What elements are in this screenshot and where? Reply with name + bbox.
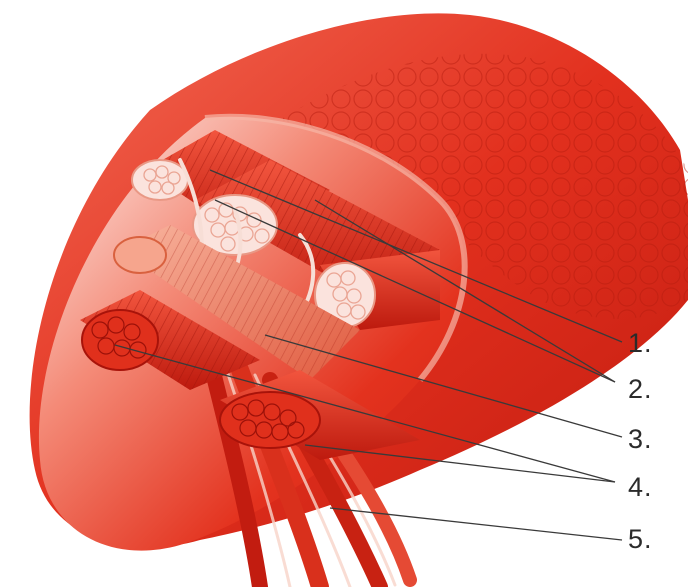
label-3: 3. [628, 424, 653, 455]
label-4: 4. [628, 472, 653, 503]
label-1: 1. [628, 328, 653, 359]
label-5: 5. [628, 524, 653, 555]
label-2: 2. [628, 374, 653, 405]
